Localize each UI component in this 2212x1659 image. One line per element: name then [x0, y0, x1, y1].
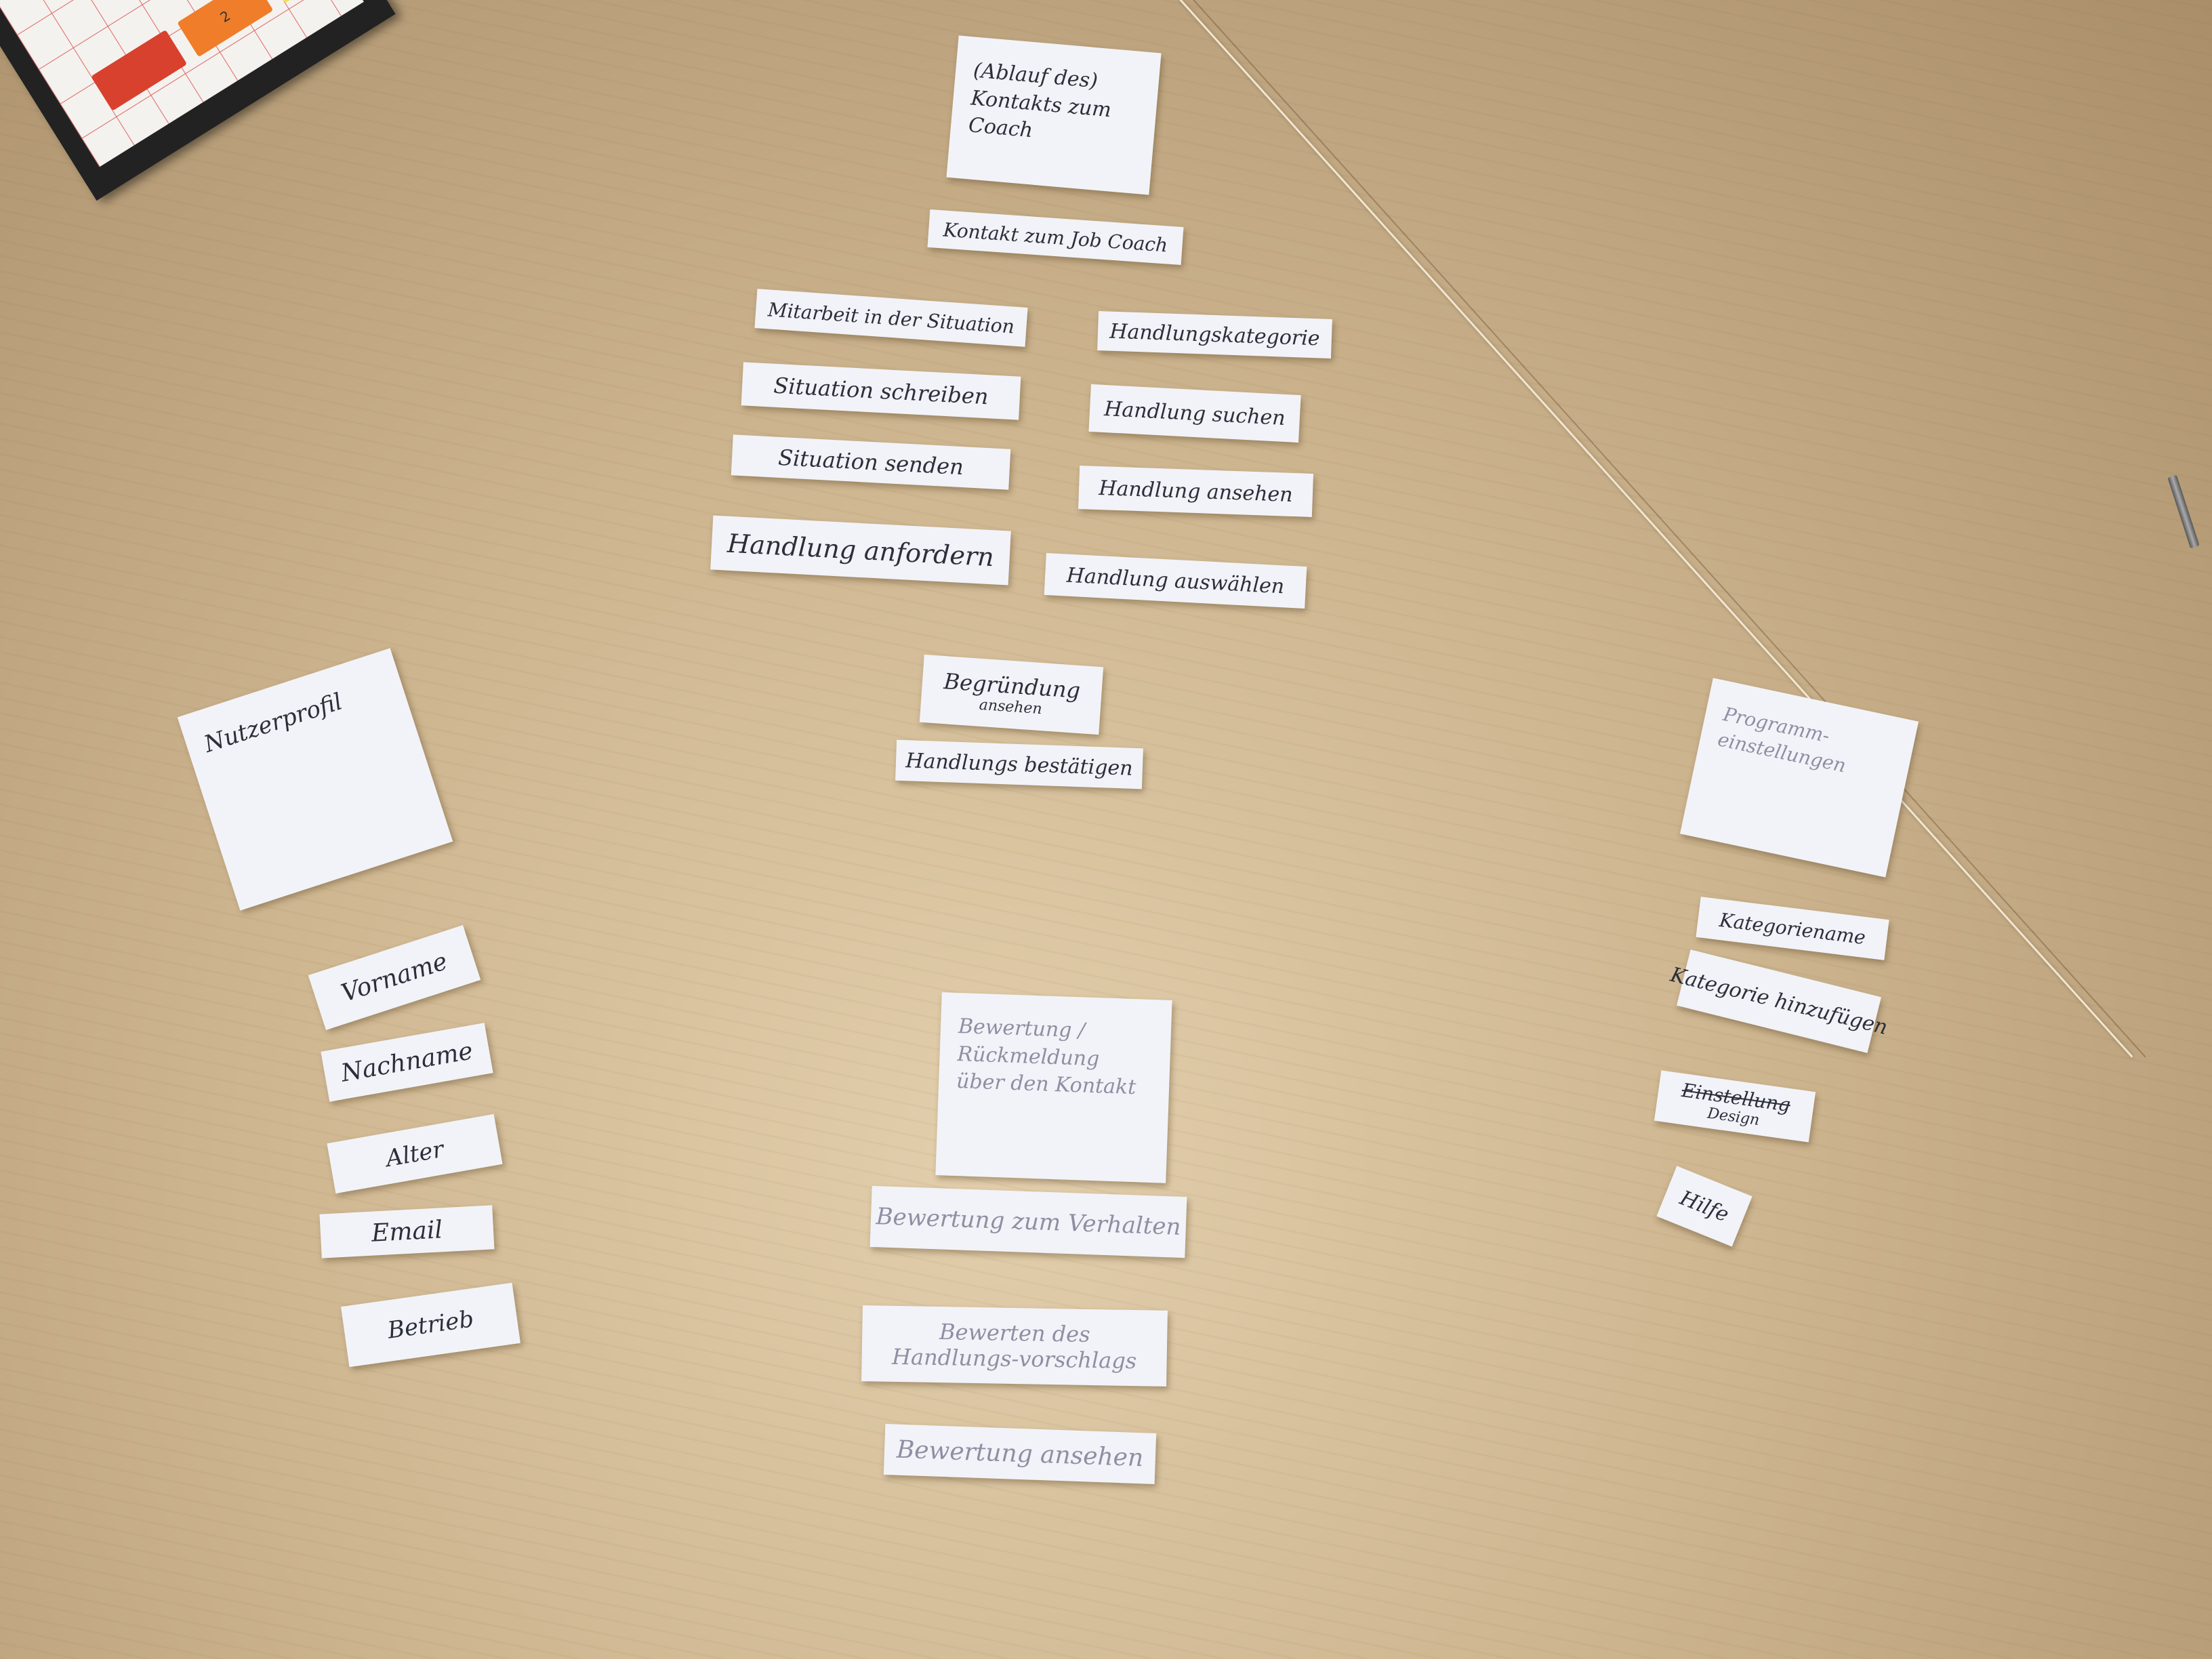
- note-rating-header: Bewertung / Rückmeldung über den Kontakt: [935, 992, 1172, 1183]
- note-coach-header: (Ablauf des) Kontakts zum Coach: [946, 35, 1162, 195]
- note-coach-right-1: Handlungskategorie: [1097, 310, 1332, 359]
- note-rating-3: Bewertung ansehen: [883, 1424, 1157, 1484]
- note-coach-confirm: Handlungs bestätigen: [895, 739, 1143, 790]
- board-tab-orange: 2: [177, 0, 274, 58]
- note-rating-2: Bewerten des Handlungs-vorschlags: [861, 1305, 1168, 1387]
- board-tab-red: [91, 29, 188, 111]
- note-coach-reason: Begründung ansehen: [919, 654, 1104, 735]
- board-tab-yellow: [263, 0, 360, 3]
- note-coach-right-3: Handlung ansehen: [1078, 465, 1314, 518]
- note-rating-1: Bewertung zum Verhalten: [869, 1185, 1187, 1258]
- note-profile-4: Email: [319, 1205, 495, 1258]
- note-coach-reason-sub: ansehen: [978, 696, 1043, 718]
